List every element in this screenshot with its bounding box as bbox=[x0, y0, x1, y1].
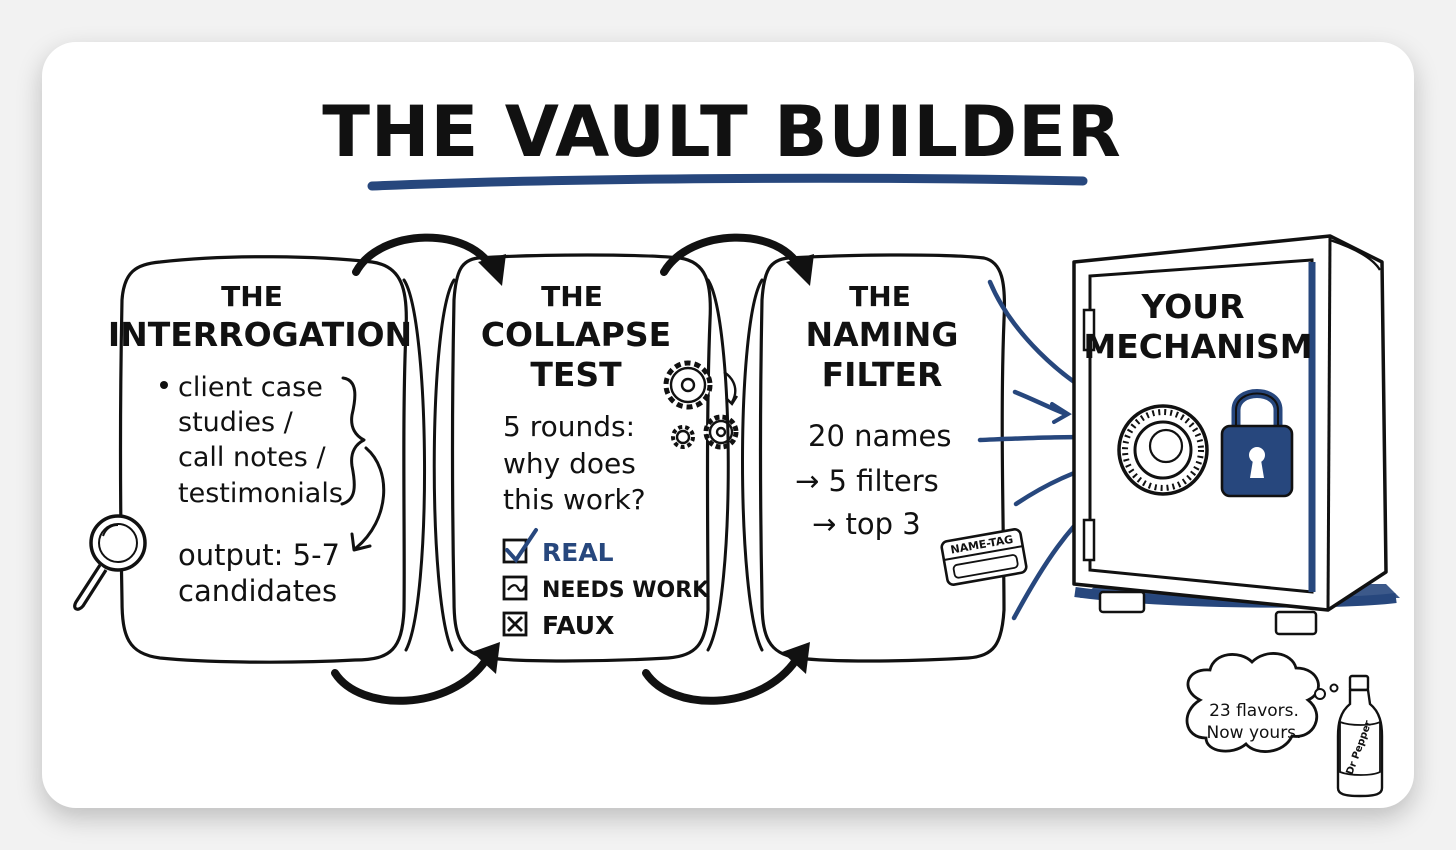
naming-body-line-3: → top 3 bbox=[812, 507, 921, 541]
connector-1b bbox=[432, 278, 456, 652]
interrogation-panel bbox=[118, 255, 408, 664]
bracket-brace bbox=[340, 376, 366, 506]
thought-line-1: 23 flavors. bbox=[1209, 701, 1299, 721]
check-mark-icon bbox=[505, 528, 538, 564]
magnifying-glass-icon bbox=[73, 514, 147, 611]
thought-line-2: Now yours. bbox=[1207, 723, 1302, 743]
interrogation-heading-the: THE bbox=[221, 280, 283, 313]
arrowhead-bottom-1 bbox=[472, 642, 500, 674]
cross-icon bbox=[507, 616, 523, 632]
connector-1 bbox=[402, 278, 426, 652]
bullet-dot bbox=[160, 381, 168, 389]
naming-heading-the: THE bbox=[849, 280, 911, 313]
collapse-heading-the: THE bbox=[541, 280, 603, 313]
blue-arrowhead-2 bbox=[1050, 402, 1072, 424]
connector-2 bbox=[706, 278, 730, 652]
arrowhead-top-2 bbox=[786, 254, 814, 286]
naming-heading-title: NAMING bbox=[806, 315, 959, 354]
naming-heading-filter: FILTER bbox=[822, 355, 943, 394]
blue-arrow-2 bbox=[1012, 389, 1069, 417]
vault-foot-left bbox=[1098, 590, 1146, 614]
vault-label-line-1: YOUR bbox=[1141, 287, 1245, 326]
bracket-arrow bbox=[354, 446, 386, 550]
interrogation-bullet-line-1: client case bbox=[178, 372, 323, 403]
vault-label-line-2: MECHANISM bbox=[1083, 327, 1312, 366]
name-tag-icon: NAME-TAG bbox=[940, 528, 1028, 586]
naming-body-line-1: 20 names bbox=[808, 419, 951, 453]
arrow-bottom-2 bbox=[642, 656, 800, 705]
naming-filter-panel bbox=[758, 253, 1007, 663]
arrowhead-top-1 bbox=[478, 254, 506, 286]
bracket-arrowhead bbox=[350, 532, 372, 552]
connector-2b bbox=[741, 278, 764, 652]
title-underline bbox=[367, 173, 1088, 191]
interrogation-bullet-line-4: testimonials bbox=[178, 478, 343, 509]
interrogation-output-line-1: output: 5-7 bbox=[178, 538, 340, 572]
naming-body-line-2: → 5 filters bbox=[795, 464, 939, 498]
hinge-top bbox=[1082, 308, 1096, 352]
arrowhead-bottom-2 bbox=[782, 642, 810, 674]
interrogation-bullet-line-3: call notes / bbox=[178, 442, 326, 473]
interrogation-bullet-line-2: studies / bbox=[178, 407, 294, 438]
thought-bubble: 23 flavors. Now yours. bbox=[1185, 652, 1339, 753]
arrow-top-2 bbox=[660, 233, 805, 276]
collapse-body-line-3: this work? bbox=[503, 483, 646, 516]
dial-icon bbox=[1117, 404, 1209, 496]
padlock-icon bbox=[1220, 389, 1294, 498]
diagram-title: THE VAULT BUILDER bbox=[322, 91, 1122, 173]
collapse-body-line-2: why does bbox=[503, 447, 636, 480]
soda-bottle-icon: Dr Pepper bbox=[1336, 674, 1384, 798]
collapse-heading-test: TEST bbox=[530, 355, 622, 394]
check-label-real: REAL bbox=[542, 538, 614, 567]
tilde-icon bbox=[507, 584, 527, 592]
collapse-body-line-1: 5 rounds: bbox=[503, 410, 635, 443]
flow-arrows bbox=[331, 233, 814, 705]
collapse-heading-title: COLLAPSE bbox=[481, 315, 671, 354]
interrogation-output-line-2: candidates bbox=[178, 574, 337, 608]
interrogation-heading-title: INTERROGATION bbox=[108, 315, 412, 354]
collapse-test-panel bbox=[450, 253, 712, 663]
checkbox-needs-work bbox=[502, 575, 528, 601]
check-label-faux: FAUX bbox=[542, 611, 614, 640]
hinge-bottom bbox=[1082, 518, 1096, 562]
vault-foot-right bbox=[1274, 610, 1318, 636]
arrow-top-1 bbox=[352, 233, 497, 276]
check-label-needs-work: NEEDS WORK bbox=[542, 578, 710, 603]
arrow-bottom-1 bbox=[331, 656, 490, 705]
vault-safe: YOUR MECHANISM bbox=[1072, 234, 1400, 636]
collapse-checklist: REAL NEEDS WORK FAUX bbox=[502, 528, 710, 640]
